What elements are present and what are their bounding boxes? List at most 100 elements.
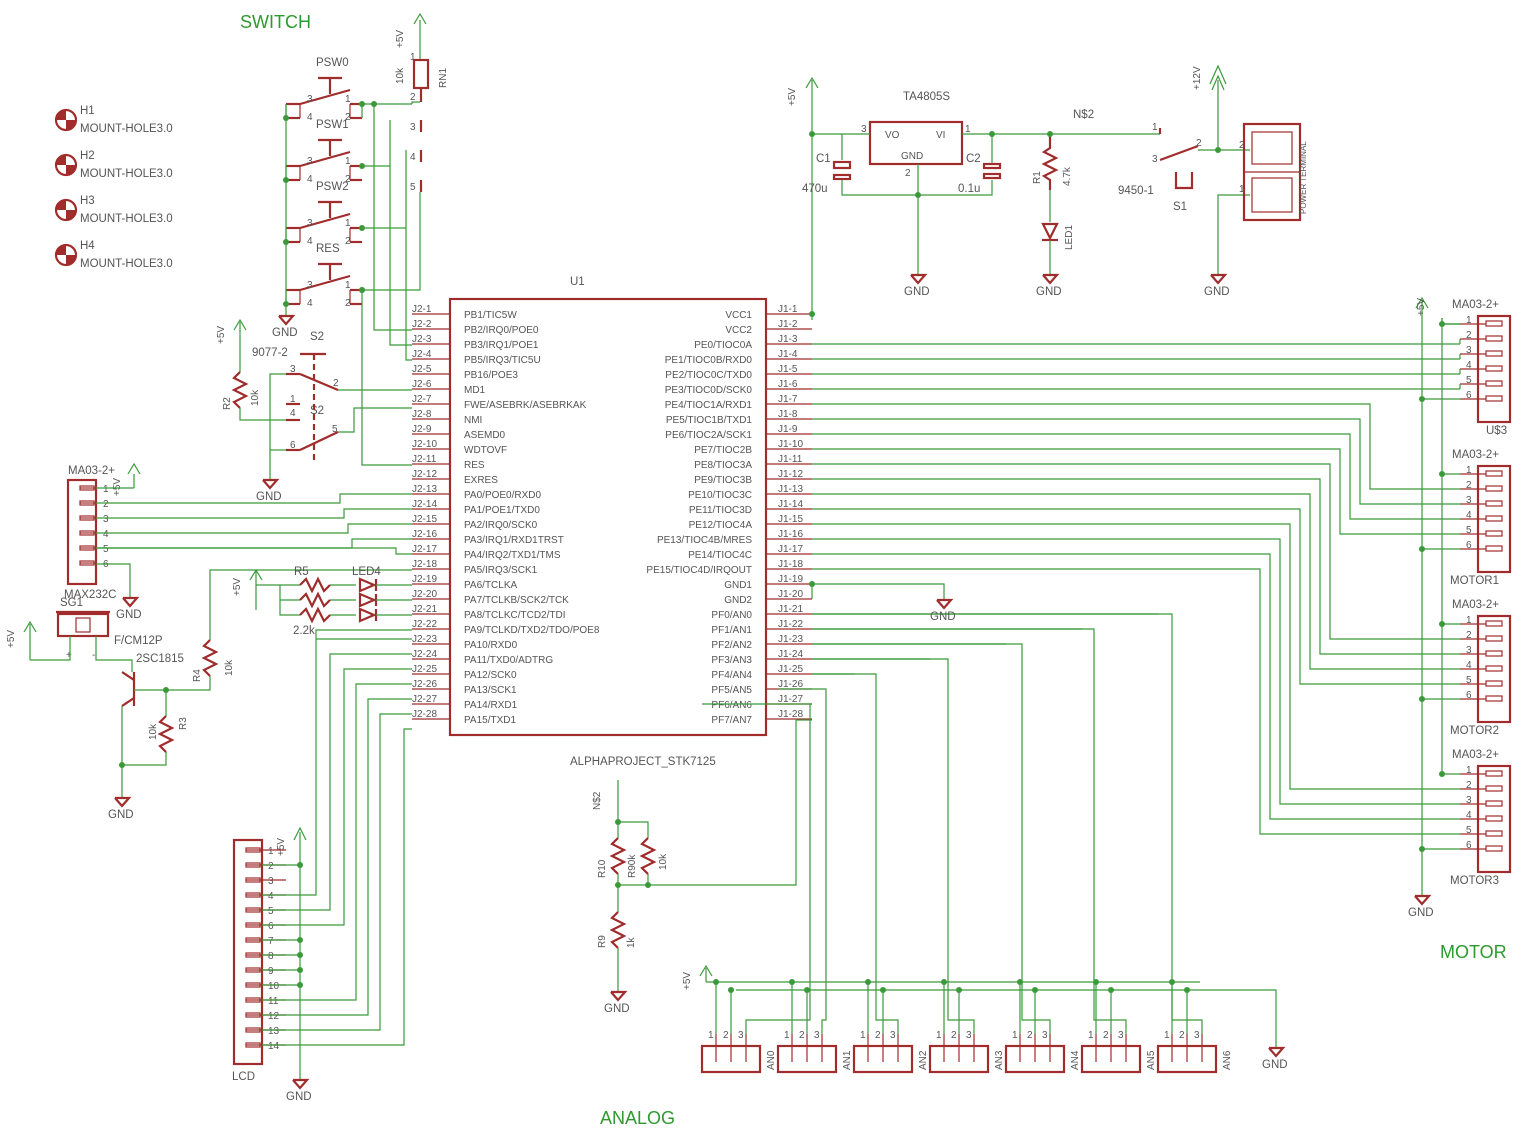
ground-symbol-icon <box>122 596 140 608</box>
ground-symbol-icon <box>1268 1046 1286 1058</box>
mcu-right-pin-20: J1-20 <box>778 589 803 600</box>
ground-label: GND <box>116 609 142 621</box>
mcu-right-pin-19: J1-19 <box>778 574 803 585</box>
svg-text:1: 1 <box>345 280 351 291</box>
analog-connector-AN2-label: AN2 <box>918 1050 929 1070</box>
mcu-left-signal-22: PA9/TCLKD/TXD2/TDO/POE8 <box>464 625 600 636</box>
s2-5v-label: +5V <box>216 326 227 344</box>
signal-wires <box>96 101 1461 1046</box>
svg-text:5: 5 <box>332 424 338 435</box>
r2-value: 10k <box>250 389 261 406</box>
transistor-name: F/CM12P <box>114 635 163 647</box>
svg-text:2: 2 <box>345 112 351 123</box>
mcu-left-pin-6: J2-6 <box>412 379 432 390</box>
svg-text:1: 1 <box>784 1030 790 1041</box>
mcu-left-pin-20: J2-20 <box>412 589 437 600</box>
lcd-pin-14: 14 <box>268 1041 280 1052</box>
mcu-left-pin-5: J2-5 <box>412 364 432 375</box>
mcu-left-signal-5: PB16/POE3 <box>464 370 518 381</box>
motor-connector-4-name: MA03-2+ <box>1452 749 1499 761</box>
c1-plate-bottom <box>832 173 852 181</box>
r10-name: R10 <box>597 859 608 878</box>
svg-text:2: 2 <box>345 174 351 185</box>
ground-symbol-icon <box>910 273 928 285</box>
ma-left-pin-2: 2 <box>103 499 109 510</box>
mcu-right-signal-8: PE5/TIOC1B/TXD1 <box>666 415 753 426</box>
svg-text:2: 2 <box>1103 1030 1109 1041</box>
ground-label: GND <box>256 491 282 503</box>
svg-text:5: 5 <box>1466 375 1472 386</box>
rn1-body <box>412 58 430 90</box>
svg-text:1: 1 <box>1152 122 1158 133</box>
mcu-left-pin-28: J2-28 <box>412 709 437 720</box>
svg-text:3: 3 <box>307 218 313 229</box>
mcu-left-signal-20: PA7/TCLKB/SCK2/TCK <box>464 595 569 606</box>
mcu-right-pin-14: J1-14 <box>778 499 803 510</box>
svg-text:4: 4 <box>1466 660 1472 671</box>
lcd-pin-2: 2 <box>268 861 274 872</box>
mcu-left-pin-24: J2-24 <box>412 649 437 660</box>
mcu-right-pin-24: J1-24 <box>778 649 803 660</box>
svg-text:4: 4 <box>290 408 296 419</box>
mcu-left-signal-19: PA6/TCLKA <box>464 580 517 591</box>
motor-connector-3-label: MOTOR2 <box>1450 725 1499 737</box>
mcu-left-pin-10: J2-10 <box>412 439 437 450</box>
motor-connector-4-label: MOTOR3 <box>1450 875 1499 887</box>
svg-text:1: 1 <box>708 1030 714 1041</box>
mcu-right-pin-28: J1-28 <box>778 709 803 720</box>
mcu-right-signal-18: PE15/TIOC4D/IRQOUT <box>646 565 752 576</box>
svg-text:1: 1 <box>1466 615 1472 626</box>
r2-name: R2 <box>222 397 233 410</box>
rn1-pin1: 1 <box>410 52 416 63</box>
switch-3-name: PSW2 <box>316 181 349 193</box>
mcu-right-signal-12: PE9/TIOC3B <box>694 475 752 486</box>
motor-supply: +5V <box>1415 296 1429 318</box>
mcu-right-pin-22: J1-22 <box>778 619 803 630</box>
mcu-right-pin-10: J1-10 <box>778 439 803 450</box>
rn1-pin3: 3 <box>410 122 416 133</box>
mcu-right-pin-6: J1-6 <box>778 379 798 390</box>
mcu-right-pin-18: J1-18 <box>778 559 803 570</box>
mcu-right-pin-11: J1-11 <box>778 454 803 465</box>
svg-text:1: 1 <box>860 1030 866 1041</box>
ground-symbol-icon <box>114 796 132 808</box>
regulator-vo: VO <box>885 130 900 141</box>
svg-text:4: 4 <box>307 112 313 123</box>
ground-symbol-icon <box>292 1078 310 1090</box>
rn1-name: RN1 <box>438 68 449 88</box>
switch-2-name: PSW1 <box>316 119 349 131</box>
svg-text:4: 4 <box>1466 360 1472 371</box>
mcu-right-signal-7: PE4/TIOC1A/RXD1 <box>665 400 753 411</box>
svg-text:1: 1 <box>1164 1030 1170 1041</box>
svg-text:3: 3 <box>307 156 313 167</box>
mcu-left-signal-3: PB3/IRQ1/POE1 <box>464 340 539 351</box>
ma-left-pin-3: 3 <box>103 514 109 525</box>
svg-text:3: 3 <box>738 1030 744 1041</box>
svg-text:3: 3 <box>290 364 296 375</box>
analog-connector-AN5-label: AN5 <box>1146 1050 1157 1070</box>
sg1-name: SG1 <box>60 597 83 609</box>
analog-supply: +5V <box>682 964 1277 1048</box>
mcu-left-pin-16: J2-16 <box>412 529 437 540</box>
ground-label: GND <box>286 1091 312 1103</box>
mcu-left-pin-27: J2-27 <box>412 694 437 705</box>
mcu-right-signal-17: PE14/TIOC4C <box>688 550 752 561</box>
analog-connector-AN1-label: AN1 <box>842 1050 853 1070</box>
c1-plate-top <box>832 160 852 170</box>
s2-name-mid: S2 <box>310 405 324 417</box>
lcd-pin-5: 5 <box>268 906 274 917</box>
motor-5v-label: +5V <box>1416 298 1427 316</box>
svg-text:6: 6 <box>1466 390 1472 401</box>
svg-text:1: 1 <box>965 124 971 135</box>
mcu-left-signal-12: EXRES <box>464 475 498 486</box>
mcu-left-signal-9: ASEMD0 <box>464 430 506 441</box>
svg-text:1: 1 <box>936 1030 942 1041</box>
rn1-pin5: 5 <box>410 182 416 193</box>
ma-left-body <box>66 478 98 586</box>
lcd-pin-1: 1 <box>268 846 274 857</box>
svg-text:1: 1 <box>1466 315 1472 326</box>
mcu-right-pin-13: J1-13 <box>778 484 803 495</box>
s1-value: 9450-1 <box>1118 185 1154 197</box>
mcu-right-signal-3: PE0/TIOC0A <box>694 340 752 351</box>
ground-symbol-icon <box>936 598 954 610</box>
